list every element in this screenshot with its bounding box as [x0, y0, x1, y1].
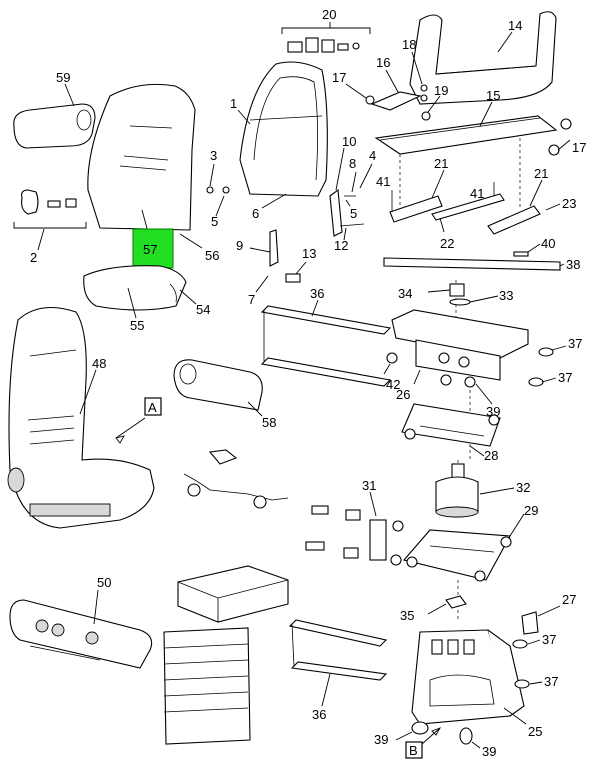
mounting-bracket — [183, 449, 289, 509]
view-a-label: A — [148, 400, 157, 415]
callout-39b: 39 — [374, 732, 388, 747]
upper-link — [401, 403, 501, 447]
callout-54: 54 — [196, 302, 210, 317]
callout-4: 4 — [369, 148, 376, 163]
callout-58: 58 — [262, 415, 276, 430]
shock-cylinder — [305, 505, 404, 566]
hardware-kit — [287, 37, 360, 53]
callout-1: 1 — [230, 96, 237, 111]
seat-frame — [409, 11, 557, 105]
callout-5b: 5 — [350, 206, 357, 221]
callout-21b: 21 — [534, 166, 548, 181]
callout-42: 42 — [386, 377, 400, 392]
callout-36b: 36 — [312, 707, 326, 722]
callout-17b: 17 — [572, 140, 586, 155]
callout-36a: 36 — [310, 286, 324, 301]
callout-59: 59 — [56, 70, 70, 85]
seat-base — [411, 629, 525, 725]
callout-57: 57 — [143, 242, 157, 257]
callout-37d: 37 — [544, 674, 558, 689]
armrest — [173, 359, 263, 411]
view-b-label: B — [409, 743, 418, 758]
callout-29: 29 — [524, 503, 538, 518]
upper-rod — [260, 305, 392, 387]
callout-2: 2 — [30, 250, 37, 265]
callout-17a: 17 — [332, 70, 346, 85]
callout-31: 31 — [362, 478, 376, 493]
callout-56: 56 — [205, 248, 219, 263]
bellows-boot — [163, 627, 251, 745]
callout-41a: 41 — [376, 174, 390, 189]
seat-cushion — [83, 265, 187, 311]
highlight-box-57 — [132, 228, 174, 269]
callout-3: 3 — [210, 148, 217, 163]
callout-22: 22 — [440, 236, 454, 251]
callout-14: 14 — [508, 18, 522, 33]
callout-18: 18 — [402, 37, 416, 52]
callout-15: 15 — [486, 88, 500, 103]
callout-12: 12 — [334, 238, 348, 253]
callout-37c: 37 — [542, 632, 556, 647]
callout-9: 9 — [236, 238, 243, 253]
complete-seat — [7, 307, 155, 529]
callout-27: 27 — [562, 592, 576, 607]
control-panel — [9, 599, 153, 669]
callout-37a: 37 — [568, 336, 582, 351]
callout-13: 13 — [302, 246, 316, 261]
callout-38: 38 — [566, 257, 580, 272]
callout-23: 23 — [562, 196, 576, 211]
callout-20: 20 — [322, 7, 336, 22]
callout-34: 34 — [398, 286, 412, 301]
armrest-pad — [13, 103, 96, 149]
air-spring — [435, 463, 479, 518]
knob-hardware — [21, 189, 77, 215]
callout-8: 8 — [349, 156, 356, 171]
callout-16: 16 — [376, 55, 390, 70]
seat-back-frame — [239, 61, 328, 197]
callout-10: 10 — [342, 134, 356, 149]
callout-5a: 5 — [211, 214, 218, 229]
callout-6: 6 — [252, 206, 259, 221]
callout-21a: 21 — [434, 156, 448, 171]
callout-32: 32 — [516, 480, 530, 495]
callout-50: 50 — [97, 575, 111, 590]
upper-base-plate — [391, 309, 529, 388]
slide-rail — [374, 115, 572, 156]
callout-48: 48 — [92, 356, 106, 371]
callout-41b: 41 — [470, 186, 484, 201]
callout-28: 28 — [484, 448, 498, 463]
callout-25: 25 — [528, 724, 542, 739]
callout-37b: 37 — [558, 370, 572, 385]
callout-35: 35 — [400, 608, 414, 623]
view-a-box — [144, 397, 162, 416]
callout-7: 7 — [248, 292, 255, 307]
lower-rod — [288, 619, 388, 681]
callout-55: 55 — [130, 318, 144, 333]
lower-link — [402, 529, 512, 582]
callout-26: 26 — [396, 387, 410, 402]
view-b-box — [405, 741, 423, 759]
callout-19: 19 — [434, 83, 448, 98]
callout-40: 40 — [541, 236, 555, 251]
foam-block-top — [177, 565, 289, 623]
seat-back-cushion — [87, 83, 196, 231]
callout-33: 33 — [499, 288, 513, 303]
callout-39c: 39 — [482, 744, 496, 759]
